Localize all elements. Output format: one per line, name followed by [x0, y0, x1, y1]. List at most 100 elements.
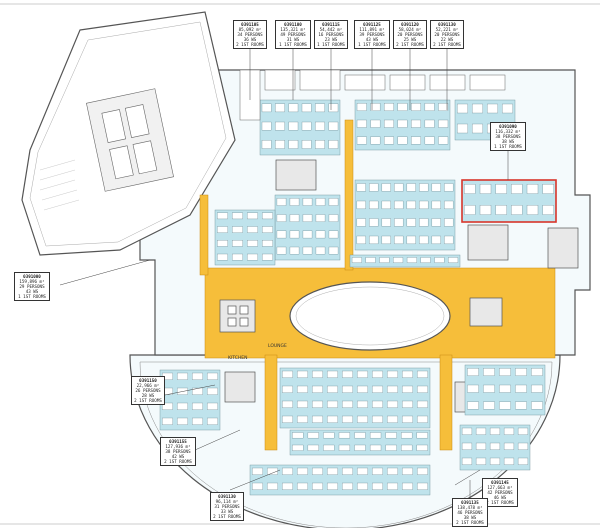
desk [461, 427, 473, 435]
desk [262, 253, 273, 261]
desk [356, 218, 366, 227]
desk [327, 370, 338, 378]
desk [542, 205, 554, 215]
leader-lines [59, 48, 509, 508]
desk [247, 212, 258, 220]
desk [495, 184, 507, 194]
desk [464, 184, 476, 194]
desk [328, 103, 339, 113]
desk [511, 205, 523, 215]
desk [417, 370, 428, 378]
desk [232, 240, 243, 247]
desk [315, 198, 326, 206]
desk [526, 205, 539, 215]
desk [328, 246, 339, 255]
desk [489, 442, 501, 450]
desk [475, 427, 487, 435]
desk [282, 370, 293, 378]
desk [276, 198, 287, 206]
desk [217, 226, 228, 233]
desk [312, 482, 323, 490]
desk [479, 205, 492, 215]
desk [438, 103, 449, 111]
desk [357, 467, 368, 475]
desk [369, 218, 379, 227]
workstation-zones [159, 99, 557, 496]
desk [354, 432, 366, 439]
desk [515, 401, 527, 410]
desk [444, 200, 454, 210]
desk [338, 432, 351, 439]
desk [351, 257, 362, 263]
desk [262, 240, 273, 247]
desk [289, 246, 300, 255]
desk [464, 205, 476, 215]
desk [483, 401, 495, 410]
desk [356, 119, 367, 128]
desk [288, 103, 299, 113]
desk [192, 417, 203, 425]
desk [302, 214, 313, 222]
desk [406, 200, 416, 210]
desk [327, 415, 338, 423]
desk [417, 400, 428, 408]
desk [232, 212, 243, 220]
desk [327, 400, 338, 408]
desk [397, 119, 408, 128]
desk [431, 235, 441, 245]
desk [207, 387, 218, 395]
desk [252, 467, 263, 475]
desk [370, 103, 381, 111]
desk [162, 402, 173, 410]
desk [282, 400, 293, 408]
desk [282, 385, 293, 393]
desk [511, 184, 523, 194]
desk [531, 401, 543, 410]
tower-core [86, 88, 174, 192]
desk [342, 385, 353, 393]
desk [162, 417, 173, 425]
desk [394, 218, 404, 227]
desk [479, 184, 492, 194]
desk [503, 457, 515, 465]
desk [342, 400, 353, 408]
desk [417, 467, 428, 475]
west-tower [21, 11, 236, 256]
desk [394, 200, 404, 210]
desk [356, 103, 367, 111]
desk [328, 230, 339, 239]
desk [394, 183, 404, 192]
desk [424, 103, 435, 111]
desk [302, 198, 313, 206]
desk [387, 385, 398, 393]
desk [387, 370, 398, 378]
desk [457, 123, 468, 134]
desk [379, 257, 390, 263]
desk [499, 368, 511, 376]
desk [384, 119, 394, 128]
desk [247, 226, 258, 233]
desk [431, 218, 441, 227]
desk [406, 235, 416, 245]
desk [307, 432, 319, 439]
kitchen-label: KITCHEN [228, 356, 248, 361]
desk [289, 230, 300, 239]
desk [275, 121, 285, 131]
desk [531, 368, 543, 376]
desk [475, 442, 487, 450]
desk [406, 257, 417, 263]
desk [262, 226, 273, 233]
desk [315, 246, 326, 255]
desk [312, 400, 323, 408]
desk [307, 444, 319, 451]
desk [327, 467, 338, 475]
desk [531, 384, 543, 393]
desk [431, 183, 441, 192]
desk [323, 444, 335, 451]
desk [372, 482, 383, 490]
